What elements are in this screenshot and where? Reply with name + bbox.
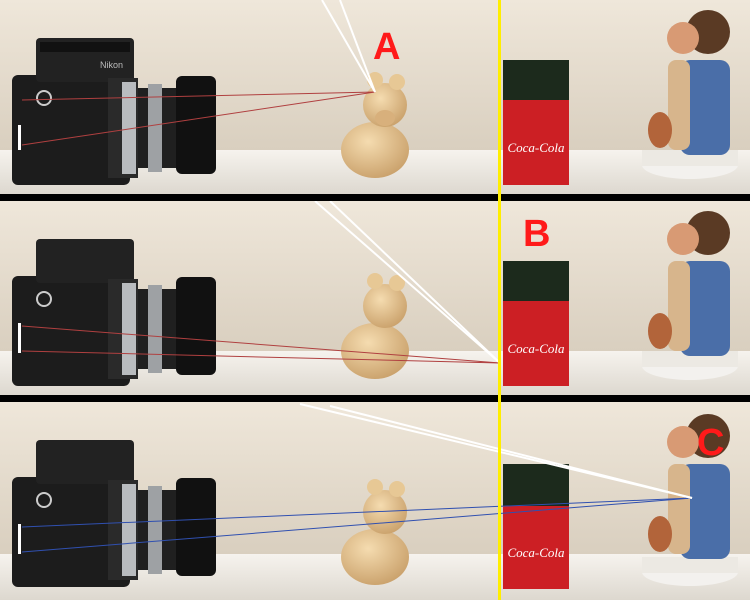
panel-a: Nikon Coca-Cola	[0, 0, 750, 194]
cola-text: Coca-Cola	[507, 140, 565, 155]
cola-pack: Coca-Cola	[503, 261, 569, 386]
sensor-marker	[18, 323, 21, 353]
panel-b-scene: Coca-Cola	[0, 201, 750, 395]
cola-pack: Coca-Cola	[503, 60, 569, 185]
camera-brand: Nikon	[100, 60, 123, 70]
bear-figurine	[341, 72, 409, 178]
camera	[12, 239, 216, 386]
divider-2	[0, 395, 750, 402]
bear-figurine	[341, 273, 409, 379]
camera	[12, 440, 216, 587]
couple-figurine	[642, 10, 738, 179]
label-a: A	[373, 26, 401, 68]
panel-c-scene: Coca-Cola	[0, 402, 750, 600]
sensor-marker	[18, 524, 21, 554]
couple-figurine	[642, 414, 738, 586]
divider-1	[0, 194, 750, 201]
sensor-marker	[18, 125, 21, 150]
panel-b: Coca-Cola B	[0, 201, 750, 395]
bear-figurine	[341, 479, 409, 585]
label-b: B	[523, 213, 551, 255]
panel-a-scene: Nikon Coca-Cola	[0, 0, 750, 194]
couple-figurine	[642, 211, 738, 380]
label-c: C	[697, 422, 725, 464]
panel-c: Coca-Cola C	[0, 402, 750, 600]
cola-pack: Coca-Cola	[503, 464, 569, 589]
cola-text: Coca-Cola	[507, 341, 565, 356]
cola-text: Coca-Cola	[507, 545, 565, 560]
reference-line	[498, 0, 501, 600]
